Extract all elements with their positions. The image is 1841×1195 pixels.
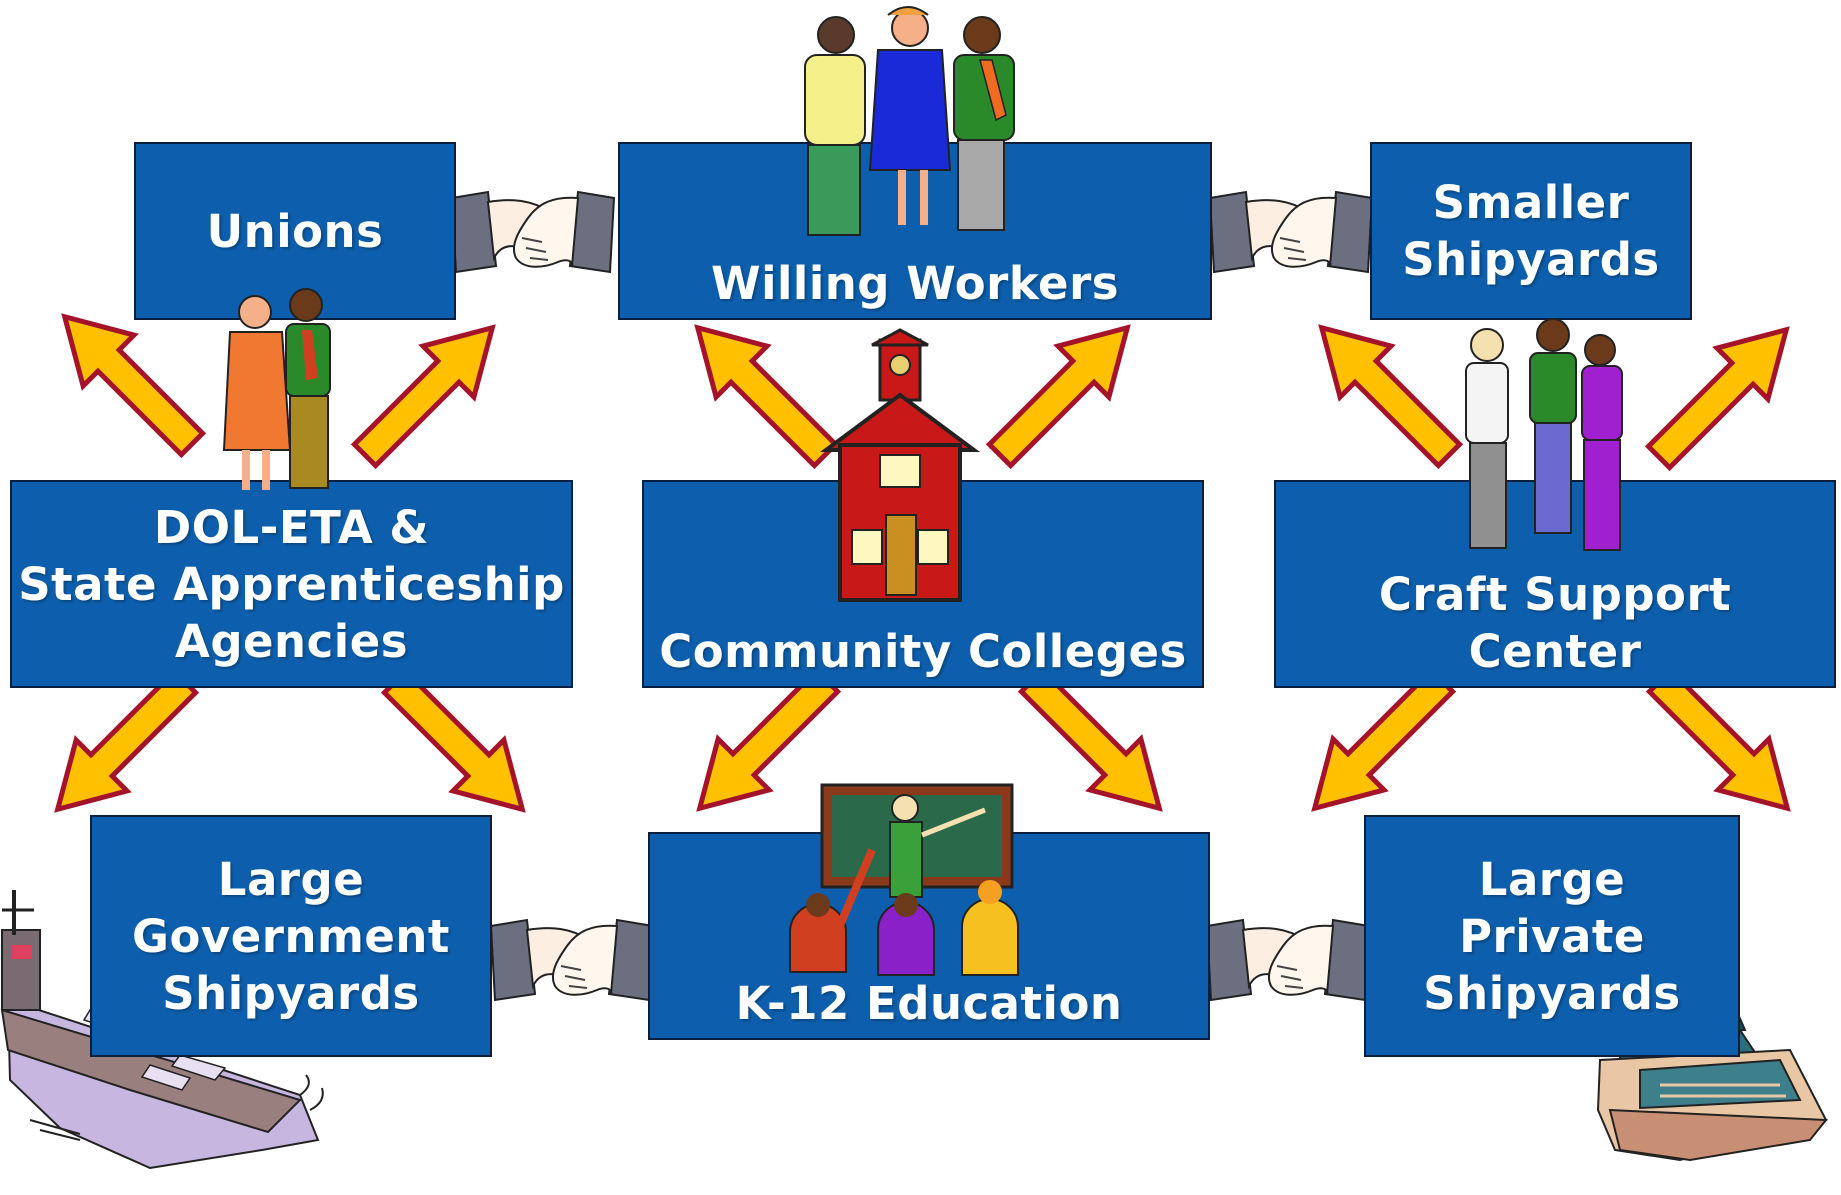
node-large-private-shipyards: Large Private Shipyards — [1364, 815, 1740, 1057]
schoolhouse-icon — [819, 328, 981, 602]
two-coworkers-icon — [222, 288, 331, 490]
node-smaller-shipyards-line-1: Smaller — [1432, 176, 1630, 229]
node-large-gov-line-3: Shipyards — [162, 966, 420, 1020]
node-craft-support-center: Craft Support Center — [1274, 480, 1836, 688]
node-dol-eta: DOL-ETA & State Apprenticeship Agencies — [10, 480, 573, 688]
node-large-private-line-1: Large — [1478, 852, 1626, 906]
node-unions-line-1: Unions — [206, 204, 384, 258]
node-large-gov-line-1: Large — [217, 852, 365, 906]
node-dol-eta-line-2: State Apprenticeship — [18, 557, 565, 611]
node-willing-workers: Willing Workers — [618, 142, 1212, 320]
node-willing-workers-line-1: Willing Workers — [710, 257, 1120, 310]
node-large-private-line-2: Private — [1459, 909, 1645, 963]
three-people-talking-icon — [1465, 318, 1623, 551]
node-large-government-shipyards: Large Government Shipyards — [90, 815, 492, 1057]
node-smaller-shipyards-line-2: Shipyards — [1402, 233, 1660, 286]
people-group-icon — [804, 6, 1015, 236]
node-unions: Unions — [134, 142, 456, 320]
node-dol-eta-line-3: Agencies — [175, 614, 408, 668]
node-large-gov-line-2: Government — [132, 909, 450, 963]
node-craft-support-center-line-2: Center — [1468, 625, 1642, 678]
node-dol-eta-line-1: DOL-ETA & — [153, 500, 430, 554]
node-smaller-shipyards: Smaller Shipyards — [1370, 142, 1692, 320]
node-community-colleges-line-1: Community Colleges — [659, 625, 1187, 678]
node-k12-line-1: K-12 Education — [735, 977, 1123, 1030]
node-craft-support-center-line-1: Craft Support — [1378, 568, 1732, 621]
teacher-classroom-icon — [789, 783, 1019, 976]
node-large-private-line-3: Shipyards — [1423, 966, 1681, 1020]
